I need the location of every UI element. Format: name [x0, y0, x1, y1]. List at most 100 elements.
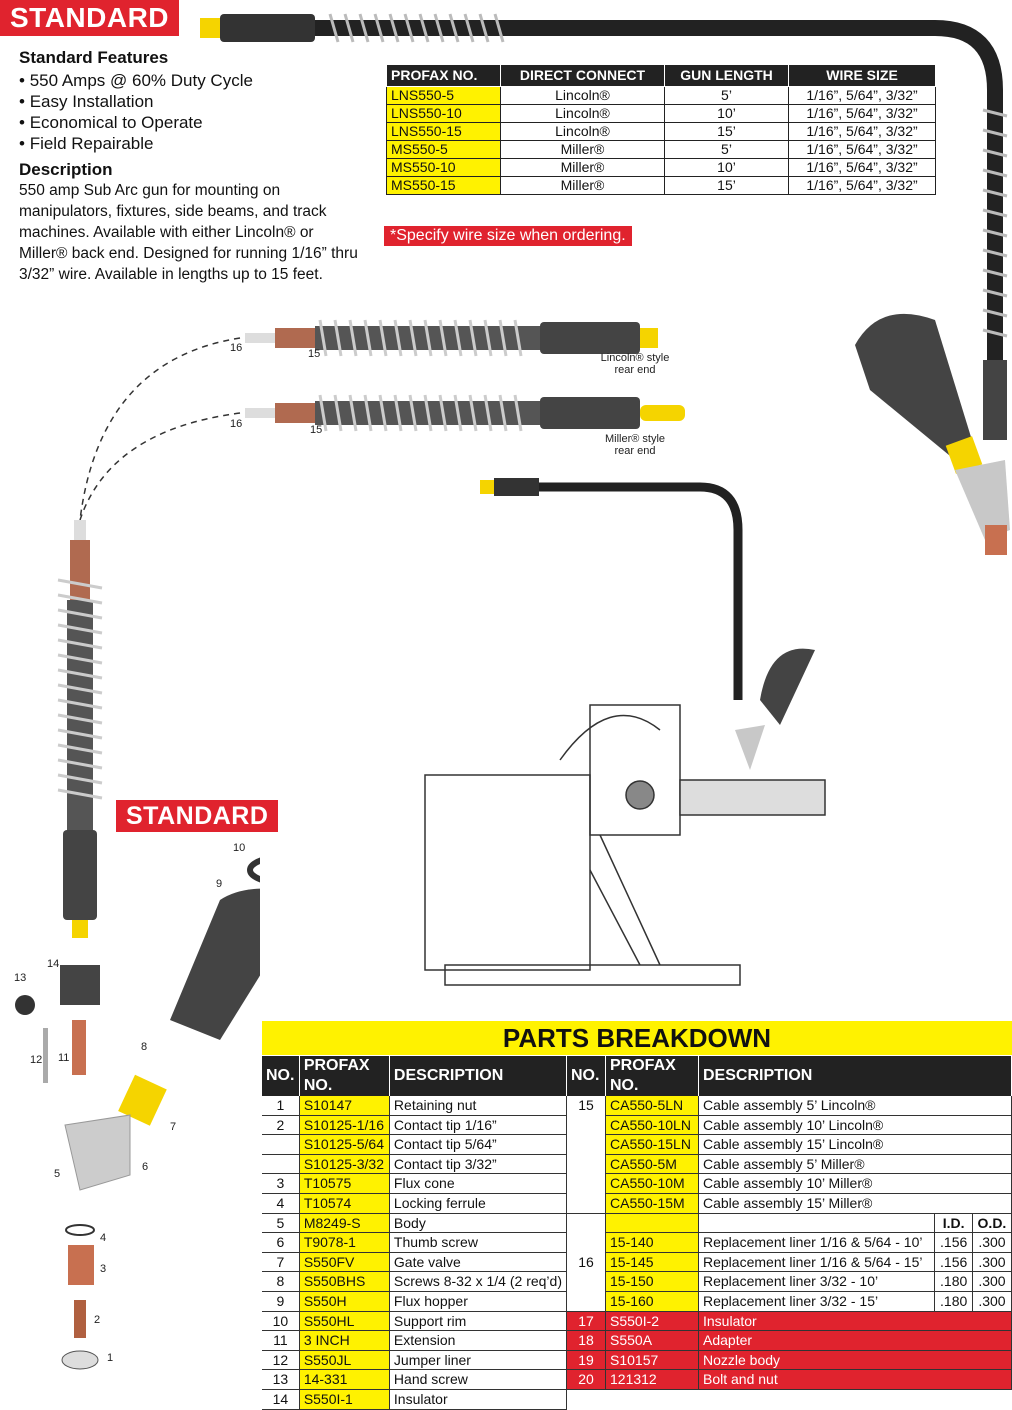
cell: Jumper liner — [389, 1350, 568, 1371]
description-heading: Description — [19, 160, 113, 179]
gun-illustration — [57, 13, 1010, 986]
cell: O.D. — [972, 1213, 1012, 1234]
cell: Extension — [389, 1330, 568, 1351]
callout-16: 16 — [230, 342, 243, 354]
spec-table: PROFAX NO. DIRECT CONNECT GUN LENGTH WIR… — [386, 64, 936, 195]
callout-8: 8 — [141, 1041, 148, 1053]
cell: Adapter — [698, 1330, 1012, 1351]
cell: Cable assembly 5’ Lincoln® — [698, 1096, 1012, 1116]
flux-hopper-small — [760, 648, 815, 725]
cell: 14-331 — [299, 1369, 390, 1390]
cell: CA550-15LN — [605, 1134, 699, 1155]
cell: 18 — [567, 1330, 606, 1351]
cell: S550I-2 — [605, 1311, 699, 1332]
cell: 20 — [567, 1369, 606, 1390]
parts-header: PROFAX NO. — [299, 1056, 390, 1096]
callout-7: 7 — [170, 1121, 177, 1133]
cell: Body — [389, 1213, 568, 1234]
connector-pin — [72, 920, 88, 938]
cell: S550I-1 — [299, 1389, 390, 1410]
cell: CA550-5LN — [605, 1096, 699, 1116]
spec-cell: Miller® — [500, 176, 665, 195]
locking-ferrule — [65, 1224, 95, 1236]
cell: Hand screw — [389, 1369, 568, 1390]
spec-header: PROFAX NO. — [386, 64, 501, 87]
cell: Gate valve — [389, 1252, 568, 1273]
gate-valve — [945, 436, 983, 474]
callout-12: 12 — [30, 1054, 43, 1066]
cable-body — [539, 482, 743, 700]
feature-item: 550 Amps @ 60% Duty Cycle — [19, 70, 364, 91]
spec-cell: Lincoln® — [500, 104, 665, 123]
parts-header: DESCRIPTION — [698, 1056, 1012, 1096]
cell: 1 — [262, 1096, 300, 1116]
cell: Locking ferrule — [389, 1193, 568, 1214]
spec-cell: 1/16”, 5/64”, 3/32” — [788, 158, 936, 177]
flux-cone — [68, 1245, 94, 1285]
spec-cell: 1/16”, 5/64”, 3/32” — [788, 104, 936, 123]
cell: .180 — [934, 1271, 973, 1292]
spec-cell: 1/16”, 5/64”, 3/32” — [788, 122, 936, 141]
description-text: 550 amp Sub Arc gun for mounting on mani… — [19, 182, 358, 283]
callout-10: 10 — [233, 842, 246, 854]
cable-curve — [934, 20, 1003, 360]
cell: 2 — [262, 1115, 300, 1136]
lincoln-pin — [640, 328, 658, 348]
spec-cell: LNS550-10 — [386, 104, 501, 123]
connector-tip — [480, 480, 494, 494]
miller-connector — [540, 397, 640, 429]
features-block: Standard Features 550 Amps @ 60% Duty Cy… — [19, 48, 364, 285]
cell: S10125-1/16 — [299, 1115, 390, 1136]
cell: 9 — [262, 1291, 300, 1312]
cell: CA550-15M — [605, 1193, 699, 1214]
cell: 15-160 — [605, 1291, 699, 1312]
flux-hopper — [855, 313, 975, 460]
copper-sleeve — [275, 328, 315, 348]
cell: Flux cone — [389, 1173, 568, 1194]
spring-vertical — [57, 578, 103, 800]
spec-cell: Miller® — [500, 158, 665, 177]
cell: 11 — [262, 1330, 300, 1351]
spring-lincoln — [318, 319, 523, 357]
cell: I.D. — [934, 1213, 973, 1234]
dashed-link — [79, 337, 241, 521]
spec-cell: 15’ — [663, 176, 790, 195]
miller-pin — [640, 405, 685, 421]
lincoln-connector — [540, 322, 640, 354]
cell: 3 — [262, 1173, 300, 1194]
cell: Nozzle body — [698, 1350, 1012, 1371]
standard-banner-top: STANDARD — [0, 0, 180, 36]
parts-header: DESCRIPTION — [389, 1056, 568, 1096]
cell: T9078-1 — [299, 1232, 390, 1253]
parts-header: NO. — [262, 1056, 300, 1096]
cell: Replacement liner 1/16 & 5/64 - 15’ — [698, 1252, 936, 1273]
cell: .156 — [934, 1232, 973, 1253]
cell: S550A — [605, 1330, 699, 1351]
callout-2: 2 — [94, 1314, 101, 1326]
contact-tip-exploded — [74, 1300, 86, 1338]
spec-header: DIRECT CONNECT — [500, 64, 665, 87]
order-note: *Specify wire size when ordering. — [384, 226, 632, 246]
